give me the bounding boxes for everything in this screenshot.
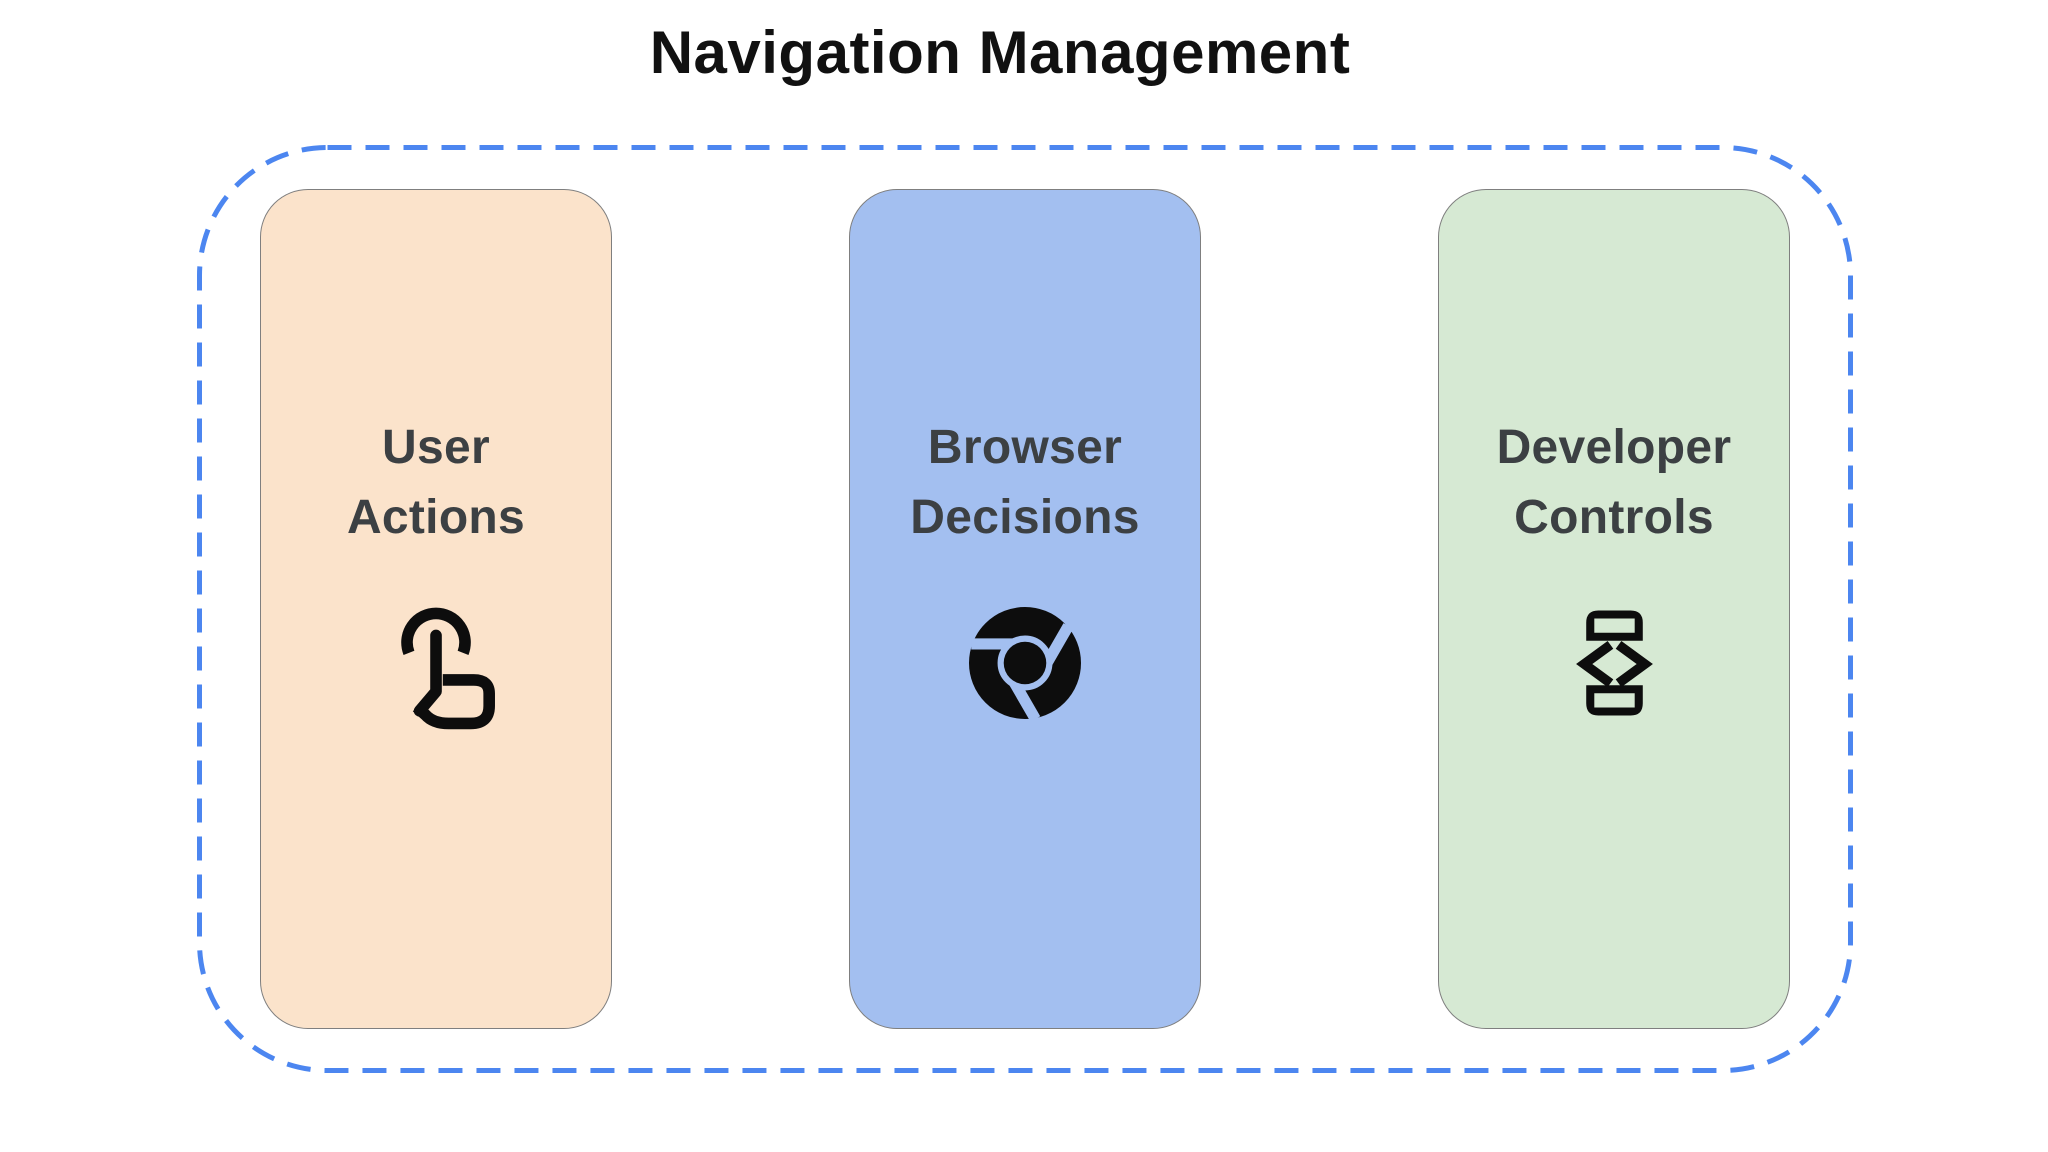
page-title: Navigation Management — [649, 19, 1351, 86]
card-label: Browser Decisions — [910, 421, 1140, 544]
dashed-frame-border — [197, 145, 1853, 1073]
card-label: User Actions — [346, 421, 526, 544]
card-user-actions: User Actions — [260, 189, 612, 1029]
chrome-browser-icon — [940, 587, 1110, 739]
card-browser-decisions: Browser Decisions — [849, 189, 1201, 1029]
card-developer-controls: Developer Controls — [1438, 189, 1790, 1029]
developer-mode-icon — [1529, 587, 1699, 739]
card-label: Developer Controls — [1496, 421, 1732, 544]
cards-row: User Actions Browser Decisions — [197, 145, 1853, 1073]
navigation-management-group: User Actions Browser Decisions — [197, 145, 1853, 1073]
tap-gesture-icon — [351, 587, 521, 739]
